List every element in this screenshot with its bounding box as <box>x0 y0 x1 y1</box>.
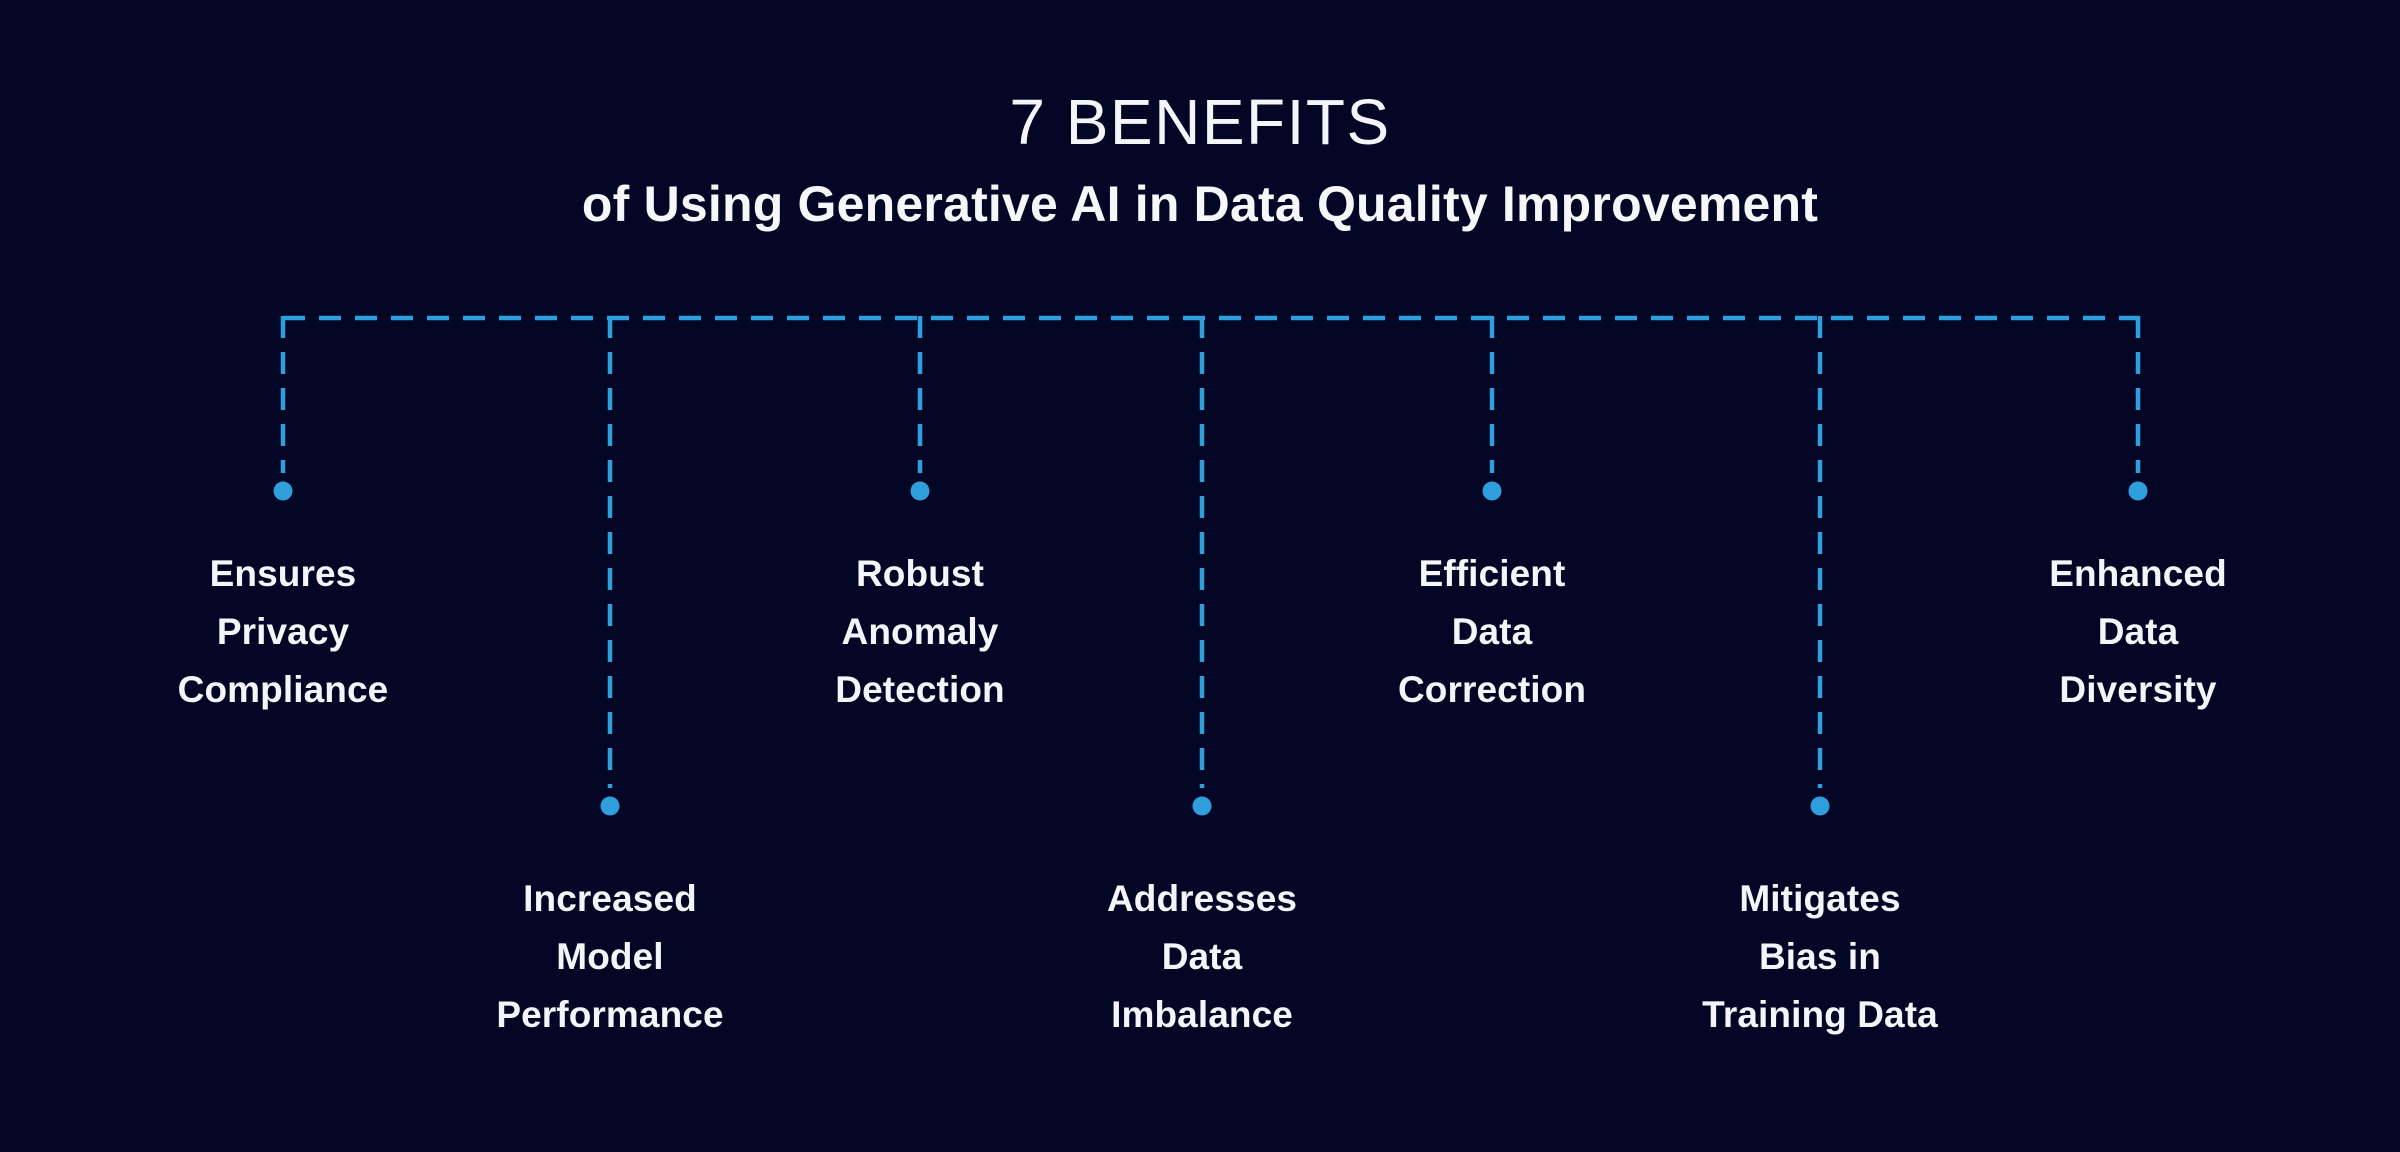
benefit-label-line: Addresses <box>1106 878 1298 919</box>
benefit-label-line: Efficient <box>1418 553 1566 594</box>
benefit-label-line: Correction <box>1397 669 1587 711</box>
node-dot-2 <box>600 796 620 816</box>
benefit-label-line: Enhanced <box>2049 553 2227 594</box>
page-subtitle: of Using Generative AI in Data Quality I… <box>581 176 1819 232</box>
benefit-label-line: Data <box>1161 936 1243 978</box>
benefit-label-line: Privacy <box>216 611 350 653</box>
benefit-label-line: Robust <box>855 553 985 594</box>
node-dot-1 <box>273 481 293 501</box>
benefit-label-line: Increased <box>523 878 697 919</box>
benefit-label-line: Imbalance <box>1111 994 1293 1036</box>
page-title: 7 BENEFITS <box>1009 86 1391 158</box>
benefit-label-line: Bias in <box>1758 936 1882 978</box>
benefit-label-line: Performance <box>496 994 724 1036</box>
benefit-label-line: Training Data <box>1702 994 1938 1036</box>
node-dot-6 <box>1810 796 1830 816</box>
benefit-label-line: Diversity <box>2059 669 2217 711</box>
node-dot-5 <box>1482 481 1502 501</box>
benefit-label-line: Anomaly <box>841 611 999 653</box>
node-dot-4 <box>1192 796 1212 816</box>
benefit-label-line: Model <box>556 936 664 978</box>
benefit-label-line: Data <box>1451 611 1533 653</box>
branch-group <box>280 316 2141 788</box>
title-block: 7 BENEFITS of Using Generative AI in Dat… <box>0 90 2400 231</box>
benefit-label-line: Ensures <box>209 553 357 594</box>
benefit-label-line: Mitigates <box>1739 878 1901 919</box>
node-dot-3 <box>910 481 930 501</box>
benefit-label-line: Detection <box>835 669 1005 711</box>
benefit-label-line: Data <box>2097 611 2179 653</box>
node-dot-7 <box>2128 481 2148 501</box>
dot-group <box>273 481 2148 816</box>
benefit-label-line: Compliance <box>177 669 389 711</box>
